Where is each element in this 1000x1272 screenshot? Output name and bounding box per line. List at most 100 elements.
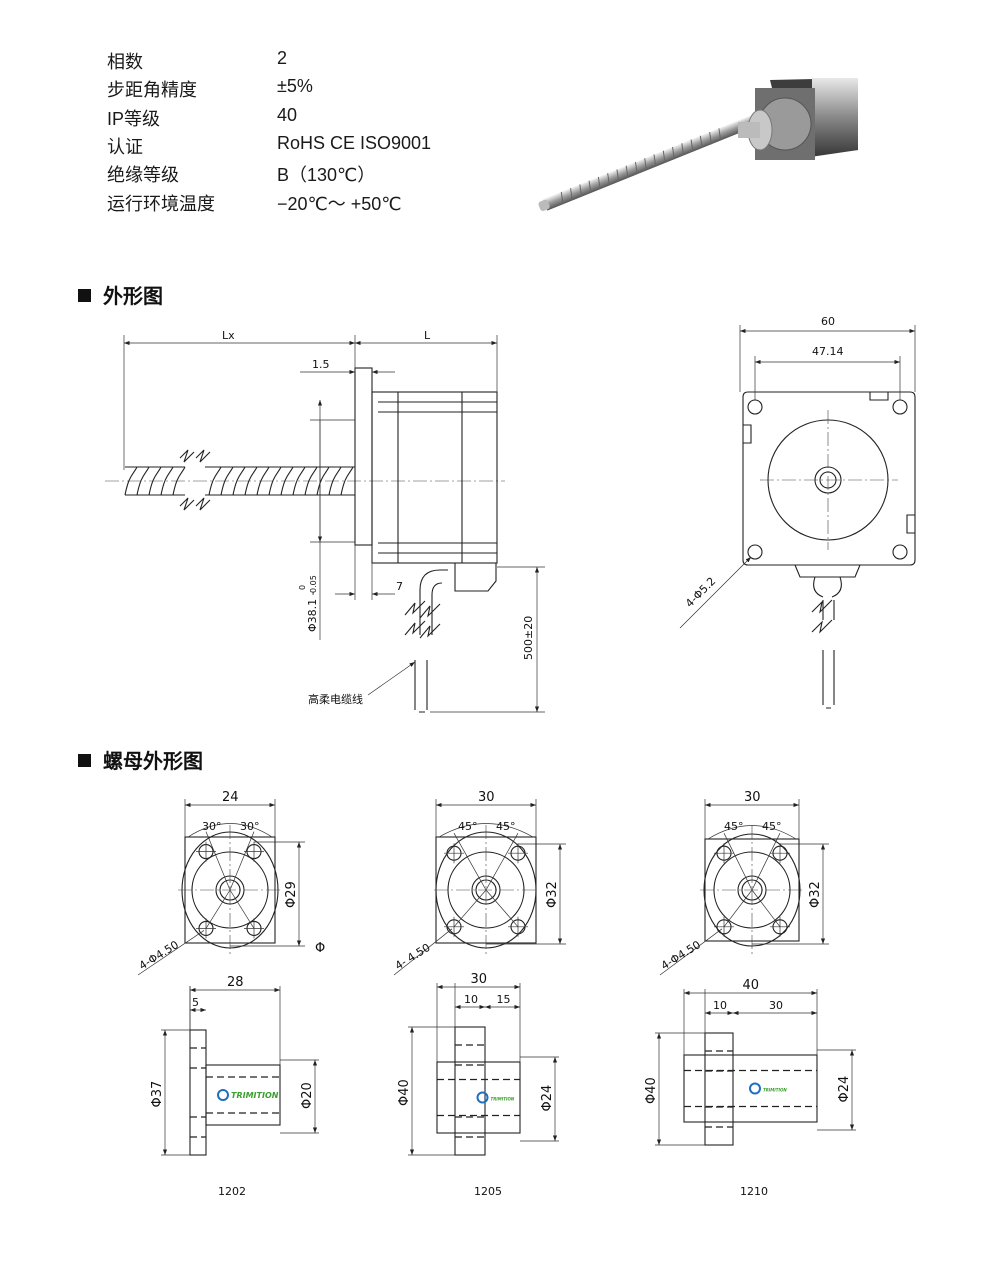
dim-lx: Lx <box>222 329 235 342</box>
nut-body-dia-label: Φ24 <box>540 1085 555 1112</box>
ext-line <box>655 1032 705 1146</box>
nut-pcd-label: Φ29 <box>284 881 299 908</box>
nut-flange-width-label: 5 <box>192 996 199 1009</box>
hole-crosshair <box>444 843 464 864</box>
section-heading-nut: 螺母外形图 <box>78 745 203 774</box>
angle-line <box>205 831 231 891</box>
dim-hole-pitch: 47.14 <box>812 345 844 358</box>
nut-pcd-label: Φ32 <box>545 881 560 908</box>
angle-arc <box>187 823 273 838</box>
motor-photo <box>538 78 858 211</box>
thread-hidden-line <box>206 1076 280 1114</box>
hole-crosshair <box>196 841 216 862</box>
nut-model-label: 1202 <box>218 1185 246 1198</box>
lead-screw <box>124 449 355 511</box>
leader-line <box>393 928 453 976</box>
motor-body <box>354 367 498 713</box>
nut-body-length-label: 30 <box>769 999 783 1012</box>
nut-body-dia-label: Φ24 <box>837 1076 852 1103</box>
angle-line <box>723 833 753 891</box>
nut-angle-right: 30° <box>240 820 260 833</box>
ext-line <box>817 1049 856 1131</box>
nut-angle-left: 30° <box>202 820 222 833</box>
nut-flange-width-label: 10 <box>713 999 727 1012</box>
spec-value: RoHS CE ISO9001 <box>277 133 432 153</box>
section-title: 外形图 <box>103 284 163 308</box>
spec-value: 40 <box>277 105 298 125</box>
logo-icon <box>749 1082 761 1095</box>
nut-holes-label: 4- 4.50 <box>393 941 433 973</box>
leader-line <box>659 928 723 976</box>
spec-label: 相数 <box>107 52 143 72</box>
nut-side-body <box>683 1054 818 1123</box>
nut-body-dia-label: Φ20 <box>300 1082 315 1109</box>
ext-line <box>161 1029 190 1156</box>
dim-cable-offset: 7 <box>396 580 403 593</box>
spec-value: ±5% <box>277 76 313 96</box>
spec-label: 认证 <box>107 137 143 157</box>
centerline <box>700 825 804 955</box>
section-heading-outline: 外形图 <box>78 280 163 309</box>
spec-value: −20℃～ +50℃ <box>277 194 402 214</box>
nut-model-label: 1210 <box>740 1185 768 1198</box>
spec-label: IP等级 <box>107 109 161 129</box>
nut-side-flange <box>704 1032 734 1146</box>
angle-arc <box>707 825 797 840</box>
nut-length-label: 28 <box>227 975 244 990</box>
logo-text: TRIMITION <box>763 1088 787 1093</box>
spec-label: 运行环境温度 <box>107 194 215 214</box>
centerline <box>434 825 538 955</box>
hole-crosshair <box>770 843 790 864</box>
motor-front-view: 60 47.14 4-Φ5.2 <box>679 315 916 709</box>
motor-side-view: Lx L 1.5 Φ38.1 - 0 0.05 7 500±20 高柔电缆线 <box>105 329 545 713</box>
hole-hidden-line <box>705 1050 733 1128</box>
dim-tol-upper: 0 <box>298 585 307 590</box>
hole-hidden-line <box>455 1044 485 1138</box>
nut-model-label: 1205 <box>474 1185 502 1198</box>
nut-flange-dia-label: Φ40 <box>644 1077 659 1104</box>
cable-label: 高柔电缆线 <box>308 692 363 706</box>
bullet-square-icon <box>78 754 91 767</box>
dim-flange-thickness: 1.5 <box>312 358 330 371</box>
dim-width: 60 <box>821 315 835 328</box>
hole-crosshair <box>714 843 734 864</box>
spec-value: 2 <box>277 48 288 68</box>
nut-width-label: 24 <box>222 790 239 805</box>
centerline <box>178 825 282 955</box>
angle-line <box>485 889 519 928</box>
dim-l: L <box>424 329 431 342</box>
nut-flange-dia-label: Φ40 <box>397 1079 412 1106</box>
section-title: 螺母外形图 <box>103 749 203 773</box>
angle-line <box>751 833 781 891</box>
angle-arc <box>438 823 534 838</box>
dim-cable-length: 500±20 <box>522 616 535 660</box>
thread-hidden-line <box>437 1078 520 1117</box>
nut-angle-left: 45° <box>724 820 744 833</box>
nut-extra-label: Φ <box>315 941 325 956</box>
nut-angle-left: 45° <box>458 820 478 833</box>
ext-line <box>408 1026 455 1156</box>
nut-length-label: 40 <box>743 978 760 993</box>
logo-text: TRIMITION <box>231 1091 279 1100</box>
leader-line <box>137 930 205 976</box>
angle-line <box>453 833 487 891</box>
dim-pilot-diameter: Φ38.1 - <box>306 591 319 632</box>
nut-flange-width-label: 10 <box>464 993 478 1006</box>
hole-crosshair <box>508 843 528 864</box>
hole-hidden-line <box>190 1047 206 1138</box>
angle-line <box>723 889 753 928</box>
nut-angle-right: 45° <box>496 820 516 833</box>
nut-side-body <box>436 1061 521 1134</box>
dim-tol-lower: 0.05 <box>309 575 318 593</box>
hole-crosshair <box>244 841 264 862</box>
logo-text: TRIMITION <box>491 1097 515 1102</box>
spec-value: B（130℃） <box>277 165 376 185</box>
nut-holes-label: 4-Φ4.50 <box>659 938 703 972</box>
nut-holes-label: 4-Φ4.50 <box>137 938 181 972</box>
nut-side-flange <box>189 1029 207 1156</box>
nut-length-label: 30 <box>471 972 488 987</box>
